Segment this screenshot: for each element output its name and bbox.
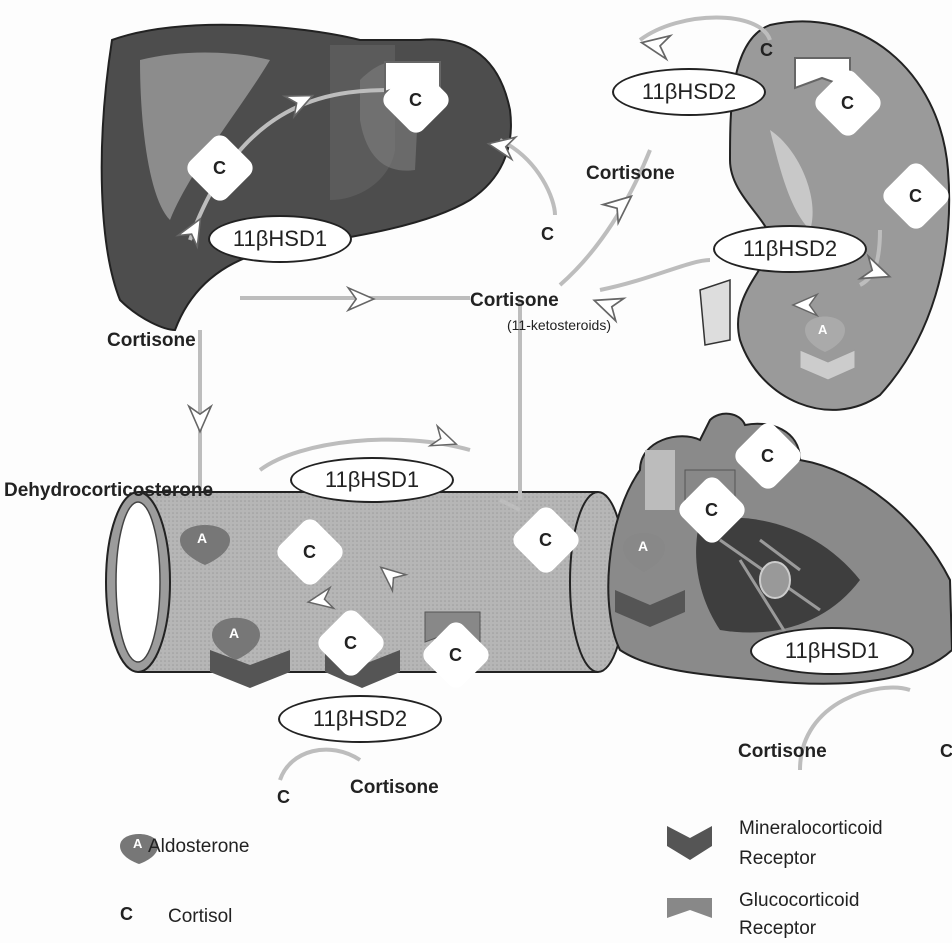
cortisol-marker-vessel-2: C [539,530,552,551]
cortisol-marker-kidney-2: C [909,186,922,207]
legend-glucocorticoid-line1: Glucocorticoid [739,890,859,912]
mineralocorticoid-receptor-icon [667,826,712,860]
aldosterone-marker-vessel-1: A [197,530,207,546]
cortisol-marker-liver-1: C [409,90,422,111]
cortisol-marker-liver-2: C [213,158,226,179]
cortisol-marker-heart-2: C [705,500,718,521]
cortisol-marker-kidney-1: C [841,93,854,114]
enzyme-11bhsd1-liver: 11βHSD1 [208,215,352,263]
liver [102,25,511,330]
cortisol-marker-vessel-3: C [344,633,357,654]
label-c-heart-free: C [940,741,952,762]
legend-mineralocorticoid-line1: Mineralocorticoid [739,818,883,840]
legend-aldosterone-symbol: A [133,836,142,851]
label-cortisone-liver: Cortisone [107,330,196,352]
label-cortisone-kidney: Cortisone [586,163,675,185]
label-ketosteroids: (11-ketosteroids) [507,317,611,333]
enzyme-11bhsd2-kidney-top: 11βHSD2 [612,68,766,116]
glucocorticoid-receptor-icon [667,898,712,918]
legend-shapes [667,826,712,918]
legend-cortisol-symbol: C [120,904,133,925]
label-c-kidney-top: C [760,40,773,61]
cortisol-marker-vessel-1: C [303,542,316,563]
legend-aldosterone-label: Aldosterone [148,836,249,858]
label-cortisone-heart: Cortisone [738,741,827,763]
enzyme-11bhsd2-vessel-bottom: 11βHSD2 [278,695,442,743]
label-c-vessel-free: C [277,787,290,808]
cortisol-marker-vessel-4: C [449,645,462,666]
cortisol-marker-heart-1: C [761,446,774,467]
legend-glucocorticoid-line2: Receptor [739,918,816,940]
enzyme-11bhsd1-heart: 11βHSD1 [750,627,914,675]
aldosterone-marker-heart: A [638,538,648,554]
aldosterone-marker-vessel-2: A [229,625,239,641]
enzyme-11bhsd1-vessel-top: 11βHSD1 [290,457,454,503]
label-c-liver-free: C [541,224,554,245]
label-cortisone-center: Cortisone [470,290,559,312]
label-dehydrocorticosterone: Dehydrocorticosterone [4,480,213,502]
label-cortisone-vessel: Cortisone [350,777,439,799]
aldosterone-marker-kidney: A [818,322,827,337]
legend-mineralocorticoid-line2: Receptor [739,848,816,870]
legend-cortisol-label: Cortisol [168,906,232,928]
enzyme-11bhsd2-kidney-mid: 11βHSD2 [713,225,867,273]
